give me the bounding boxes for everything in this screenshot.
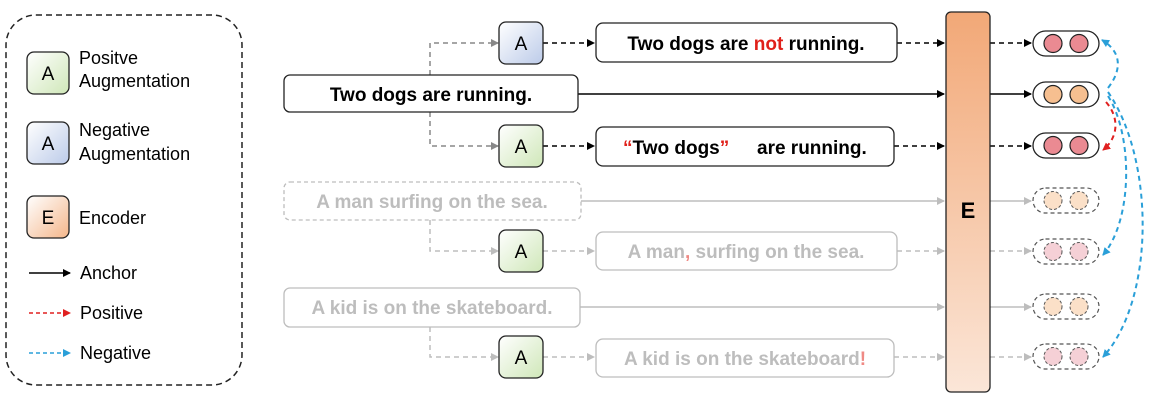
negative-sentence-box: Two dogs are not running. [595, 22, 898, 63]
negative-arrow-to-negative-emb [1101, 39, 1119, 89]
legend-positive-label: Positive [80, 303, 143, 323]
legend-negative-aug-icon [26, 121, 70, 165]
negative-word: not [754, 34, 784, 55]
sentence-2-aug-pre: A man [628, 242, 685, 263]
legend-encoder-label: Encoder [79, 208, 146, 228]
legend: A Positve Augmentation A Negative Augmen… [5, 14, 243, 386]
relation-arrows [1101, 39, 1144, 358]
anchor-branch-up [429, 39, 499, 75]
legend-positive-aug-icon-letter: A [42, 64, 55, 85]
anchor-sentence-box: Two dogs are running. [283, 74, 579, 113]
s3-branch [429, 327, 499, 361]
legend-positive-aug-icon [26, 51, 70, 95]
sentence-2-augmentation-letter: A [515, 242, 528, 263]
positive-quote-open: “ [623, 138, 633, 159]
legend-encoder-icon-letter: E [42, 208, 55, 229]
legend-negative-aug-icon-letter: A [42, 134, 55, 155]
sentence-2-aug-post: surfing on the sea. [690, 242, 864, 263]
negative-sentence-post: running. [783, 34, 864, 55]
negative-augmentation-letter: A [515, 34, 528, 55]
sentence-2: A man surfing on the sea. [316, 192, 548, 213]
sentence-3-aug-pre: A kid is on the skateboard [624, 349, 860, 370]
sentence-3-augmentation-node: A [498, 335, 544, 379]
sentence-3-augmentation-letter: A [515, 348, 528, 369]
positive-augmentation-letter: A [515, 137, 528, 158]
embedding-negative [1032, 30, 1100, 57]
positive-sentence-rest: are running. [757, 138, 867, 159]
positive-quote-close: ” [720, 138, 730, 159]
s2-branch [429, 220, 499, 255]
legend-positive-aug-line1: Positve [79, 48, 138, 68]
sentence-3-box: A kid is on the skateboard. [283, 287, 581, 328]
sentence-3: A kid is on the skateboard. [311, 298, 552, 319]
sentence-2-aug: A man, surfing on the sea. [628, 242, 865, 263]
embedding-positive [1032, 132, 1100, 159]
legend-negative-aug-line2: Augmentation [79, 144, 190, 164]
embedding-s2 [1032, 187, 1100, 214]
embedding-anchor [1032, 81, 1100, 108]
legend-negative-aug-line1: Negative [79, 120, 150, 140]
positive-sentence-quoted: “Two dogs” [623, 138, 729, 159]
connectors [429, 39, 1032, 361]
legend-encoder-icon [26, 195, 70, 239]
embedding-s3-aug [1032, 343, 1100, 370]
embedding-s3 [1032, 293, 1100, 320]
anchor-sentence: Two dogs are running. [330, 85, 532, 106]
sentence-3-aug-mark: ! [860, 349, 866, 370]
legend-negative-label: Negative [80, 343, 151, 363]
sentence-2-box: A man surfing on the sea. [283, 181, 582, 221]
sentence-2-augmentation-node: A [498, 229, 544, 273]
sentence-3-aug-box: A kid is on the skateboard! [595, 338, 895, 378]
sentence-3-aug: A kid is on the skateboard! [624, 349, 866, 370]
negative-sentence: Two dogs are not running. [627, 34, 864, 55]
anchor-branch-down [429, 112, 499, 150]
positive-sentence-box: “Two dogs” are running. [595, 126, 895, 167]
embeddings [1032, 30, 1100, 370]
embedding-s2-aug [1032, 238, 1100, 265]
negative-sentence-pre: Two dogs are [627, 34, 753, 55]
sentence-2-aug-mark: , [685, 242, 690, 263]
negative-augmentation-node: A [498, 21, 544, 65]
legend-positive-aug-line2: Augmentation [79, 71, 190, 91]
positive-arrow-to-positive-emb [1102, 101, 1117, 151]
sentence-2-aug-box: A man, surfing on the sea. [595, 231, 898, 271]
encoder-block: E [945, 11, 991, 393]
encoder-letter: E [961, 198, 976, 223]
legend-anchor-label: Anchor [80, 263, 137, 283]
positive-quoted-words: Two dogs [633, 138, 720, 159]
negative-arrow-to-s2-aug-emb [1102, 95, 1128, 256]
positive-augmentation-node: A [498, 124, 544, 168]
